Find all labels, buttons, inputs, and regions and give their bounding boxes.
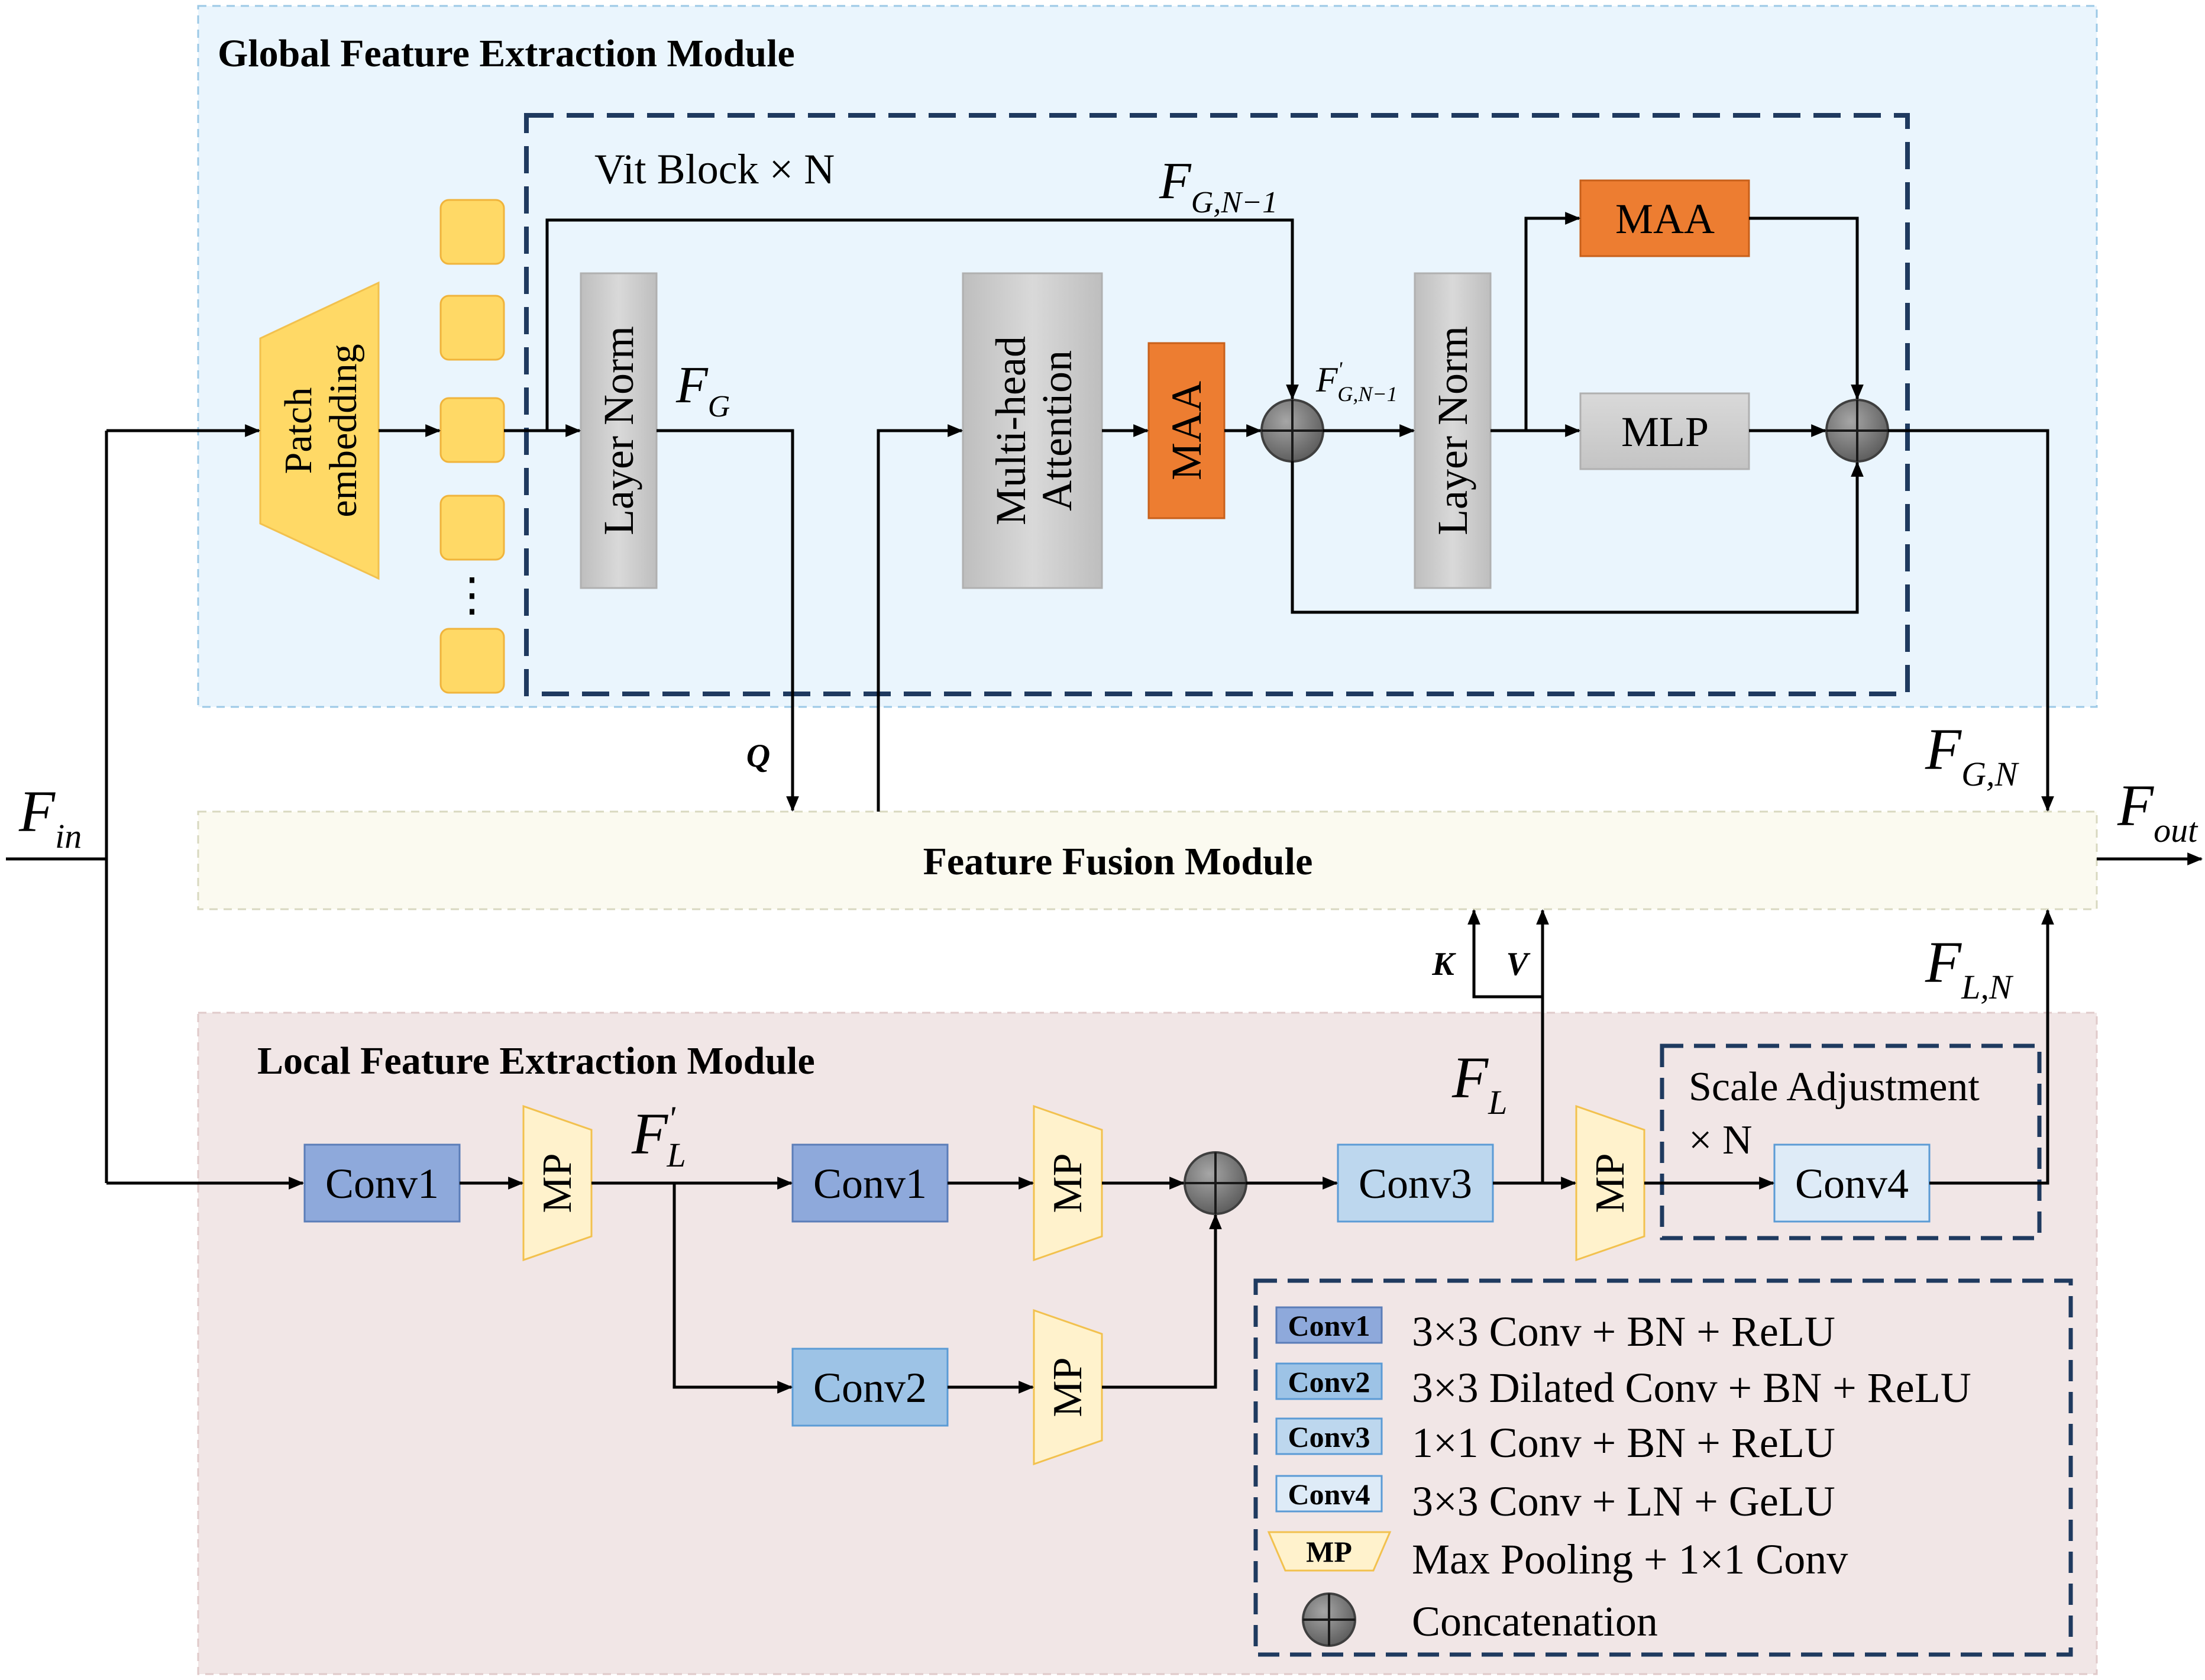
patch-embedding-label-2: embedding [322,344,365,517]
legend-mp-text: Max Pooling + 1×1 Conv [1412,1536,1848,1583]
legend-conv1-key: Conv1 [1288,1309,1370,1342]
mlp-block [1579,392,1750,470]
local-module-title: Local Feature Extraction Module [257,1039,815,1083]
fusion-module-title: Feature Fusion Module [923,840,1313,883]
f-l-prime-label: F'L [631,1099,686,1174]
local-module-bg [197,1012,2098,1675]
q-label: Q [746,738,770,774]
mp-1-label: MP [535,1153,580,1213]
maa-2-label: MAA [1615,195,1715,243]
legend-conv3-key: Conv3 [1288,1420,1370,1453]
patch-token [439,397,505,463]
conv4-block [1773,1143,1931,1223]
mp-block-1 [522,1104,593,1262]
conv1-block-1 [303,1143,461,1223]
legend-mp-swatch [1267,1531,1392,1572]
f-l-label: FL [1451,1045,1507,1122]
v-label: V [1506,946,1531,983]
legend-conv3-swatch [1275,1417,1383,1455]
patch-dots: ⋮ [449,569,495,621]
f-l-n-label: FL,N [1925,929,2014,1006]
global-module-title: Global Feature Extraction Module [218,32,795,75]
scale-adjustment-label-2: × N [1689,1117,1753,1163]
mha-label-1: Multi-head [987,336,1034,525]
f-g-n1-prime-label: F'G,N−1 [1315,357,1398,406]
legend-conv2-text: 3×3 Dilated Conv + BN + ReLU [1412,1364,1971,1411]
legend-conv2-key: Conv2 [1288,1365,1370,1398]
f-g-n-label: FG,N [1925,716,2019,793]
layer-norm-1-label: Layer Norm [595,326,642,535]
mp-4-label: MP [1588,1153,1633,1213]
scale-adjustment-label-1: Scale Adjustment [1689,1064,1980,1110]
mp-block-2 [1033,1104,1103,1262]
legend-box [1253,1278,2073,1657]
legend-conv4-key: Conv4 [1288,1478,1370,1511]
maa-block-1 [1147,342,1226,519]
mp-3-label: MP [1045,1357,1091,1417]
mp-2-label: MP [1045,1153,1091,1213]
mlp-label: MLP [1621,408,1709,455]
patch-token [439,628,505,694]
mp-block-3 [1033,1309,1103,1466]
conv1-block-2 [791,1143,949,1223]
scale-adjustment-container [1660,1043,2042,1240]
patch-token [439,199,505,265]
f-in-label: Fin [18,778,82,855]
conv1-1-label: Conv1 [325,1160,439,1207]
legend-concat-text: Concatenation [1412,1598,1658,1645]
patch-embedding-label-1: Patch [277,387,320,474]
vit-block-container [524,113,1910,696]
legend-conv4-text: 3×3 Conv + LN + GeLU [1412,1478,1835,1525]
patch-embedding-block [259,281,380,580]
conv2-block [791,1348,949,1427]
conv1-2-label: Conv1 [813,1160,927,1207]
legend-conv4-swatch [1275,1475,1383,1513]
f-g-label: FG [675,357,730,424]
mha-label-2: Attention [1033,350,1081,511]
f-g-n1-label: FG,N−1 [1159,153,1278,219]
legend-mp-key: MP [1306,1535,1352,1568]
maa-1-label: MAA [1163,381,1210,480]
conv4-label: Conv4 [1795,1160,1909,1207]
fusion-module-bg [197,810,2098,910]
legend-conv1-swatch [1275,1306,1383,1344]
patch-token [439,495,505,561]
conv3-label: Conv3 [1359,1160,1472,1207]
legend-conv2-swatch [1275,1362,1383,1400]
f-out-label: Fout [2117,773,2198,849]
global-module-bg [197,5,2098,708]
layer-norm-1-block [580,272,658,589]
conv2-label: Conv2 [813,1364,927,1411]
legend-conv3-text: 1×1 Conv + BN + ReLU [1412,1419,1835,1466]
k-label: K [1431,946,1456,983]
legend-conv1-text: 3×3 Conv + BN + ReLU [1412,1308,1835,1355]
layer-norm-2-label: Layer Norm [1429,326,1476,535]
patch-token [439,295,505,361]
vit-block-label: Vit Block × N [594,146,835,193]
conv3-block [1337,1143,1494,1223]
mp-block-4 [1575,1104,1645,1262]
